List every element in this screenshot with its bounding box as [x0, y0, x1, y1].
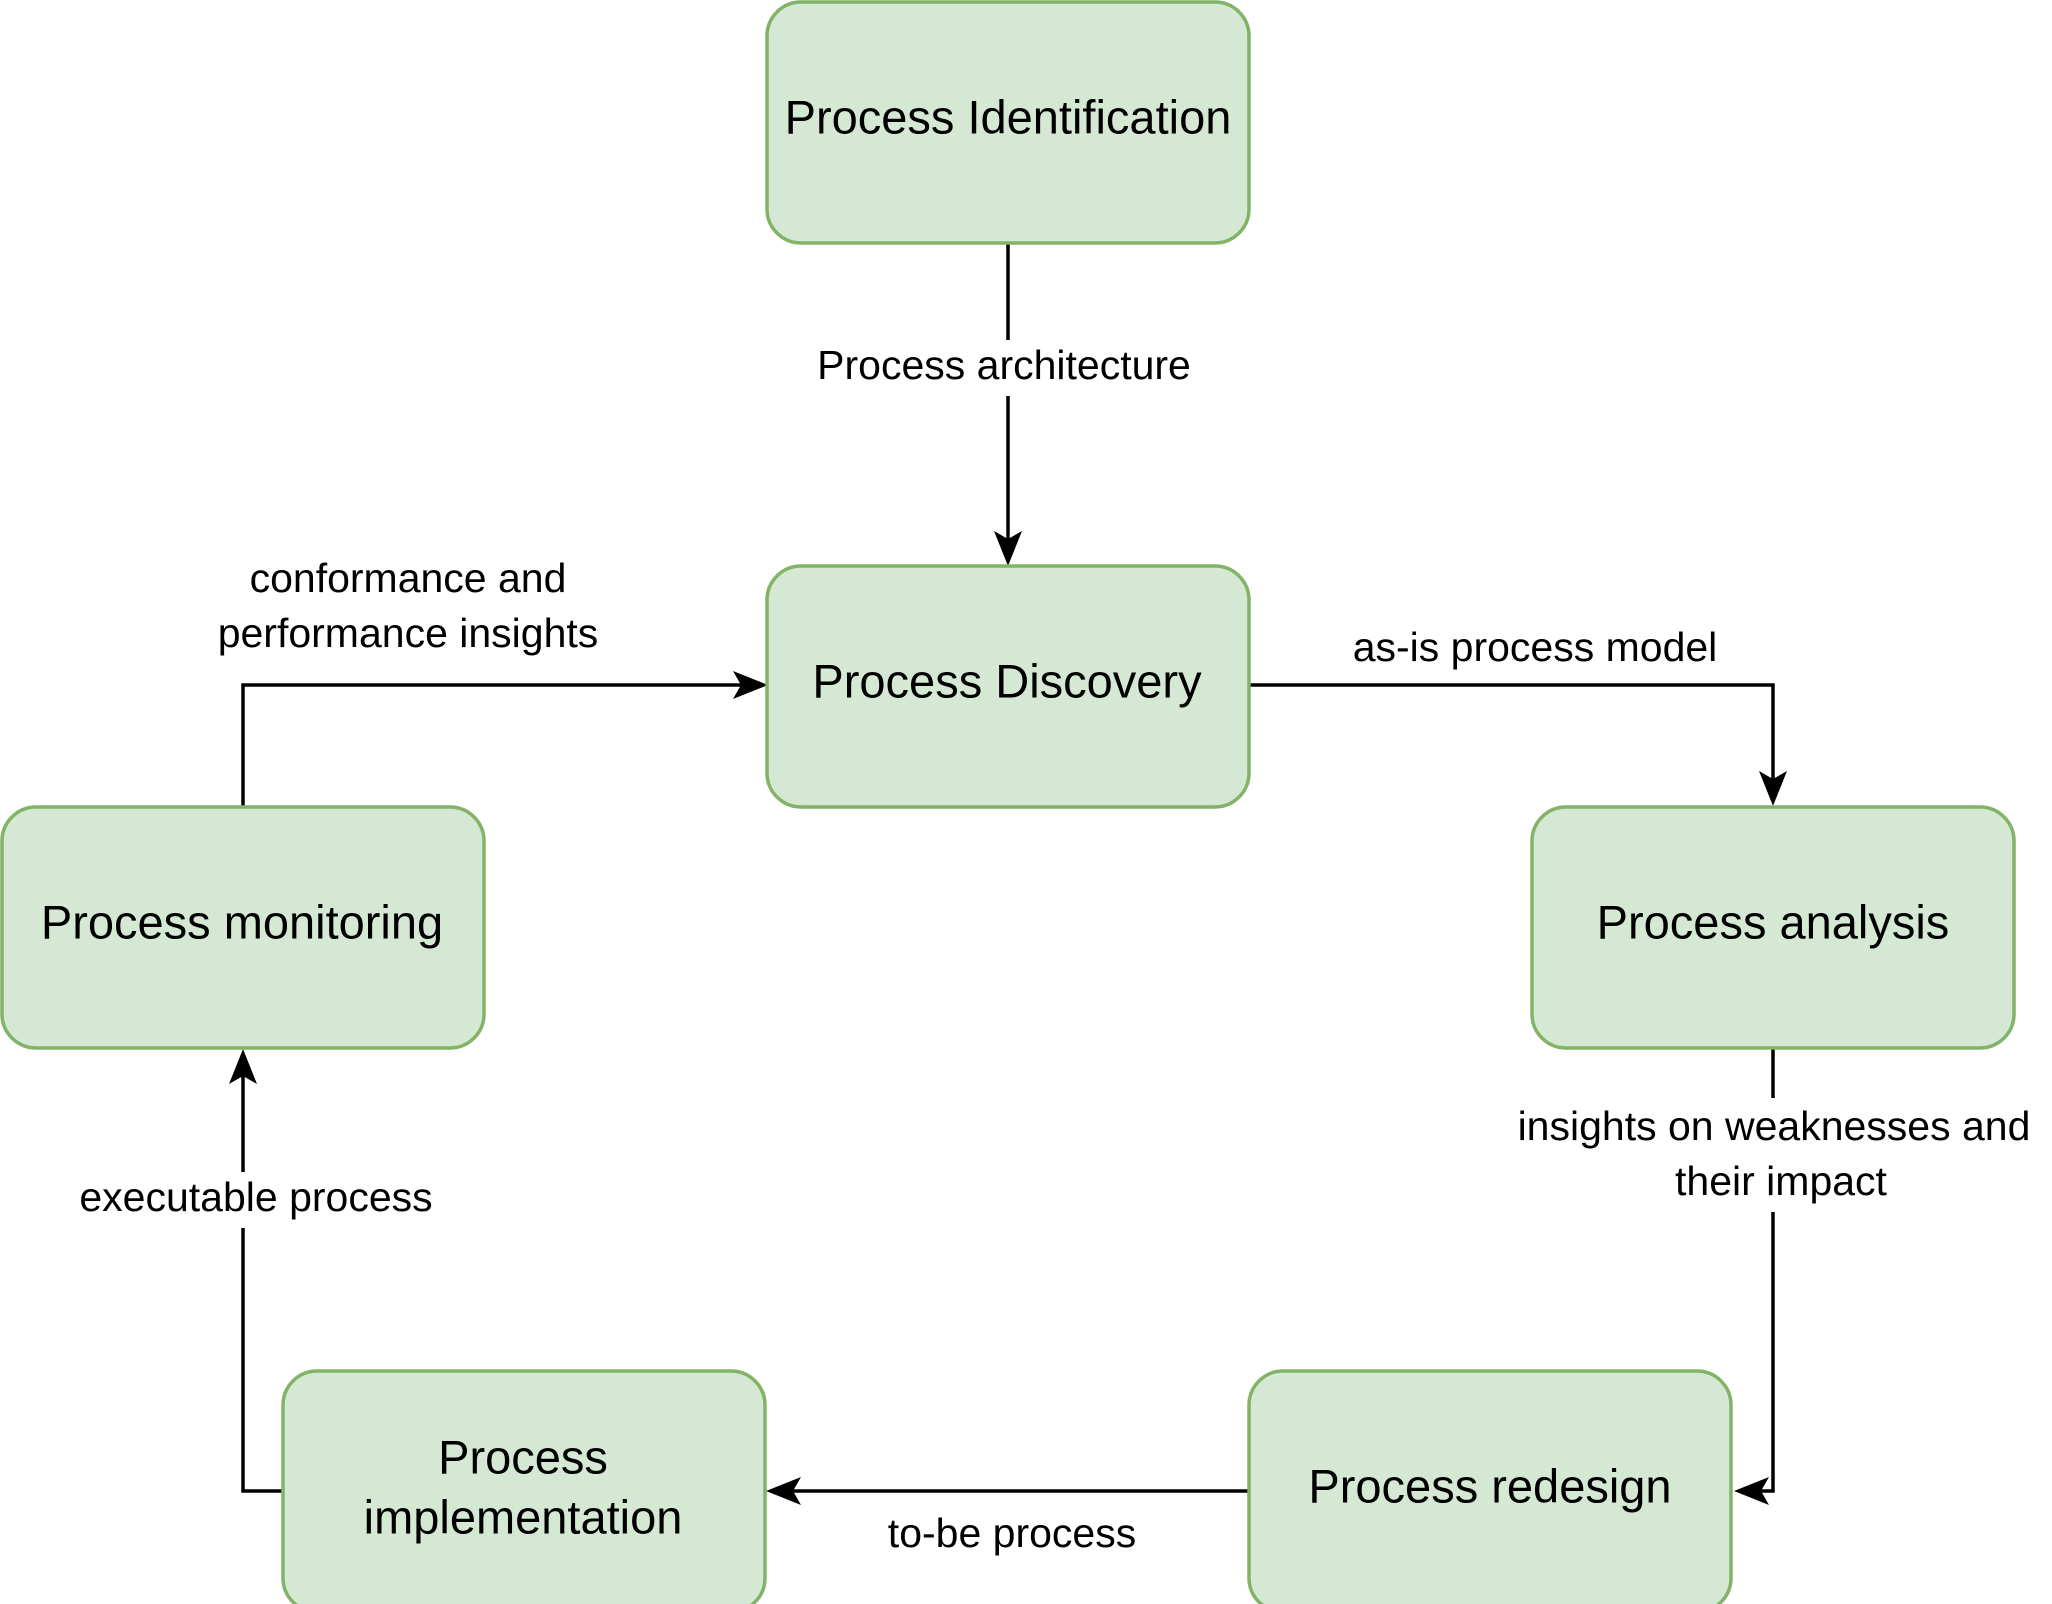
node-label: Process Discovery [812, 654, 1202, 707]
edge-label-process-architecture: Process architecture [795, 340, 1221, 396]
node-box [1530, 805, 2016, 1050]
node-process-identification[interactable]: Process Identification [765, 0, 1251, 245]
edge-label-conformance-insights: conformance and performance insights [192, 550, 632, 666]
edge-label-line: as-is process model [1353, 624, 1718, 670]
arrowheads [229, 531, 1787, 1505]
node-box [0, 805, 486, 1050]
edge-label-to-be-process: to-be process [868, 1508, 1158, 1564]
arrowhead-into-analysis [1759, 771, 1787, 806]
arrowhead-into-implementation [766, 1477, 801, 1505]
node-box [1247, 1369, 1733, 1604]
node-label: implementation [364, 1490, 683, 1543]
node-process-redesign[interactable]: Process redesign [1247, 1369, 1733, 1604]
edge-label-line: executable process [79, 1174, 432, 1220]
node-process-discovery[interactable]: Process Discovery [765, 564, 1251, 809]
edge-label-executable-process: executable process [58, 1172, 458, 1228]
edge-label-insights-on-weaknesses: insights on weaknesses and their impact [1488, 1098, 2052, 1212]
edge-label-line: performance insights [218, 610, 599, 656]
edge-label-line: to-be process [888, 1510, 1136, 1556]
arrowhead-into-discovery-top [994, 531, 1022, 566]
node-label: Process analysis [1597, 895, 1950, 948]
node-label: Process monitoring [41, 895, 443, 948]
edge-label-as-is-process-model: as-is process model [1330, 622, 1740, 678]
node-process-monitoring[interactable]: Process monitoring [0, 805, 486, 1050]
arrowhead-into-redesign [1734, 1477, 1769, 1505]
edge-monitoring-to-discovery [241, 683, 755, 806]
node-box [281, 1369, 767, 1604]
edge-label-line: conformance and [250, 555, 567, 601]
edge-labels: Process architecture as-is process model… [58, 340, 2052, 1564]
node-box [765, 564, 1251, 809]
edge-label-line: Process architecture [817, 342, 1191, 388]
arrowhead-into-discovery-left [733, 671, 768, 699]
edge-label-line: insights on weaknesses and [1518, 1103, 2031, 1149]
edge-discovery-to-analysis [1250, 683, 1775, 793]
edge-label-line: their impact [1675, 1158, 1888, 1204]
node-process-analysis[interactable]: Process analysis [1530, 805, 2016, 1050]
edge-implementation-to-monitoring [241, 1068, 283, 1493]
node-box [765, 0, 1251, 245]
node-label: Process [438, 1430, 608, 1483]
node-label: Process redesign [1308, 1459, 1671, 1512]
node-process-implementation[interactable]: Process implementation [281, 1369, 767, 1604]
node-label: Process Identification [785, 90, 1232, 143]
arrowhead-into-monitoring [229, 1049, 257, 1084]
